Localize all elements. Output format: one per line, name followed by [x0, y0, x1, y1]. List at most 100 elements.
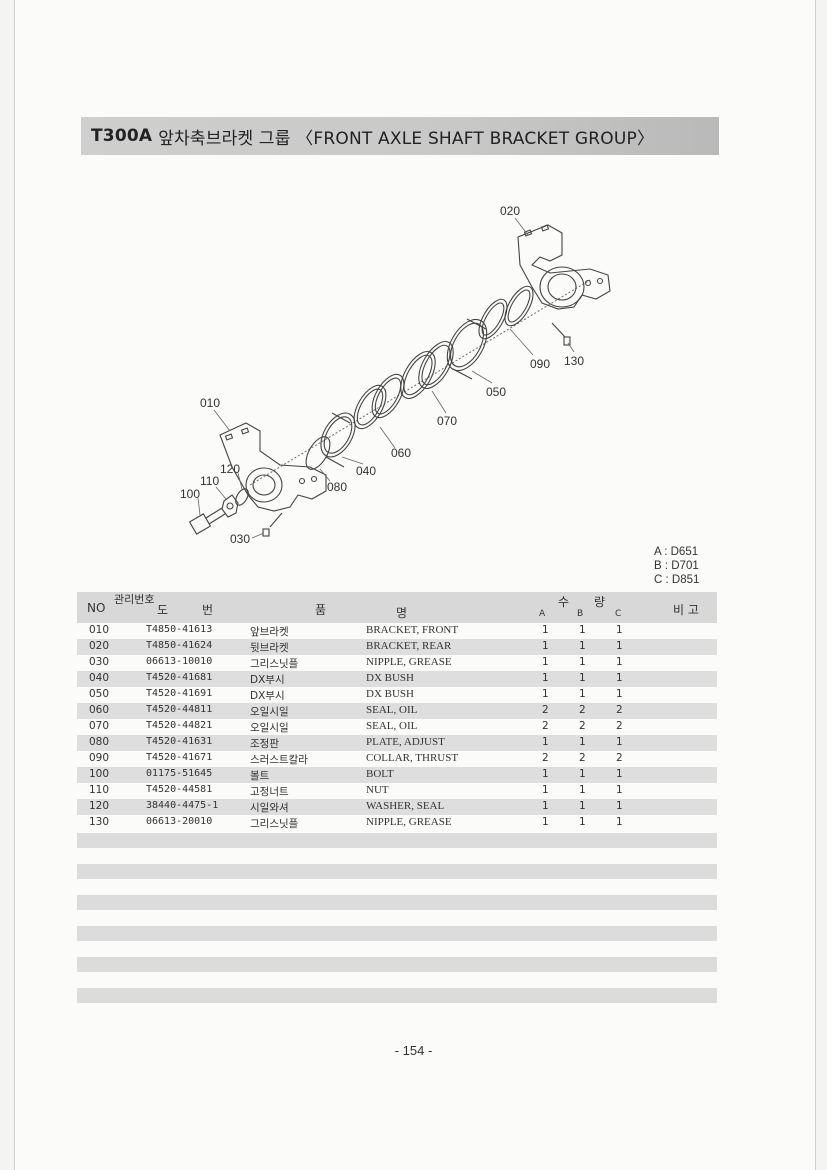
cell-no: 110 — [89, 784, 110, 796]
model-variant-legend: A : D651 B : D701 C : D851 — [654, 545, 714, 587]
header-name-1: 품 — [315, 603, 327, 617]
callout-020: 020 — [500, 204, 520, 218]
cell-name-korean: 조정판 — [250, 738, 279, 750]
cell-drawing-number: 06613-10010 — [146, 656, 213, 667]
cell-qty-c: 1 — [616, 688, 623, 700]
blank-row — [77, 864, 717, 879]
catalog-page — [14, 0, 816, 1170]
header-drawing-2: 번 — [202, 603, 214, 617]
cell-qty-b: 1 — [579, 816, 586, 828]
parts-table-header: NO 관리번호 도 번 품 명 수 량 A B C 비 고 — [77, 592, 717, 623]
cell-no: 020 — [89, 640, 110, 652]
callout-080: 080 — [327, 480, 347, 494]
cell-qty-b: 1 — [579, 736, 586, 748]
cell-name-korean: 볼트 — [250, 770, 270, 782]
callout-030: 030 — [230, 532, 250, 546]
header-qty-c: C — [615, 609, 622, 619]
header-quantity-2: 량 — [594, 595, 606, 609]
cell-qty-c: 1 — [616, 656, 623, 668]
cell-drawing-number: T4520-41681 — [146, 672, 213, 683]
cell-drawing-number: 38440-4475-1 — [146, 800, 219, 811]
cell-qty-c: 1 — [616, 624, 623, 636]
cell-name-korean: DX부시 — [250, 690, 285, 702]
header-drawing-1: 도 — [157, 603, 169, 617]
cell-no: 120 — [89, 800, 110, 812]
page-number: - 154 - — [394, 1043, 433, 1058]
cell-name-korean: 앞브라켓 — [250, 626, 289, 638]
cell-no: 010 — [89, 624, 110, 636]
grease-nipple-front-part — [262, 512, 283, 537]
cell-no: 040 — [89, 672, 110, 684]
bolt-part — [188, 507, 226, 535]
cell-qty-a: 1 — [542, 784, 549, 796]
cell-no: 130 — [89, 816, 110, 828]
cell-qty-c: 2 — [616, 704, 623, 716]
lock-nut-part — [221, 494, 239, 518]
adjust-plate-part — [305, 436, 331, 470]
oil-seal-070-parts — [400, 341, 454, 399]
cell-qty-c: 1 — [616, 768, 623, 780]
cell-no: 030 — [89, 656, 110, 668]
cell-qty-b: 1 — [579, 624, 586, 636]
header-name-2: 명 — [396, 606, 408, 620]
cell-qty-a: 1 — [542, 624, 549, 636]
section-code: T300A — [91, 126, 153, 146]
section-title-bar: T300A 앞차축브라켓 그룹 〈FRONT AXLE SHAFT BRACKE… — [81, 117, 719, 155]
cell-name-english: SEAL, OIL — [366, 720, 418, 732]
seal-washer-part — [235, 488, 249, 506]
grease-nipple-rear-part — [551, 322, 571, 346]
cell-no: 100 — [89, 768, 110, 780]
cell-name-korean: 스러스트칼라 — [250, 754, 308, 766]
cell-qty-b: 1 — [579, 768, 586, 780]
parts-diagram-svg: 020 090 130 050 070 010 060 040 120 110 … — [180, 204, 611, 546]
variant-c: C : D851 — [654, 574, 700, 586]
callout-120: 120 — [220, 462, 240, 476]
cell-qty-a: 1 — [542, 800, 549, 812]
callout-090: 090 — [530, 357, 550, 371]
cell-name-korean: 오일시일 — [250, 706, 289, 718]
cell-name-english: PLATE, ADJUST — [366, 736, 445, 748]
cell-qty-c: 1 — [616, 672, 623, 684]
cell-drawing-number: T4520-44811 — [146, 704, 213, 715]
front-bracket-part — [219, 422, 327, 512]
callout-130: 130 — [564, 354, 584, 368]
cell-qty-a: 1 — [542, 640, 549, 652]
cell-drawing-number: T4520-44821 — [146, 720, 213, 731]
cell-name-korean: 뒷브라켓 — [250, 642, 289, 654]
cell-qty-c: 1 — [616, 784, 623, 796]
cell-name-english: NIPPLE, GREASE — [366, 656, 452, 668]
cell-qty-b: 1 — [579, 656, 586, 668]
cell-qty-b: 2 — [579, 720, 586, 732]
cell-qty-b: 2 — [579, 752, 586, 764]
variant-b: B : D701 — [654, 560, 699, 572]
cell-name-english: DX BUSH — [366, 688, 414, 700]
callout-050: 050 — [486, 385, 506, 399]
cell-name-english: BOLT — [366, 768, 394, 780]
header-quantity-1: 수 — [558, 595, 570, 609]
cell-no: 060 — [89, 704, 110, 716]
cell-qty-c: 2 — [616, 752, 623, 764]
blank-row — [77, 926, 717, 941]
header-qty-b: B — [577, 609, 584, 619]
cell-qty-c: 2 — [616, 720, 623, 732]
oil-seal-060-parts — [353, 373, 405, 430]
callout-040: 040 — [356, 464, 376, 478]
cell-qty-b: 1 — [579, 672, 586, 684]
blank-row — [77, 957, 717, 972]
cell-drawing-number: T4520-41671 — [146, 752, 213, 763]
cell-qty-b: 1 — [579, 640, 586, 652]
cell-qty-b: 1 — [579, 688, 586, 700]
cell-no: 090 — [89, 752, 110, 764]
cell-drawing-number: T4520-41631 — [146, 736, 213, 747]
cell-qty-b: 1 — [579, 784, 586, 796]
cell-qty-a: 2 — [542, 704, 549, 716]
cell-qty-a: 1 — [542, 672, 549, 684]
cell-qty-a: 2 — [542, 752, 549, 764]
exploded-parts-diagram: 020 090 130 050 070 010 060 040 120 110 … — [170, 195, 650, 555]
